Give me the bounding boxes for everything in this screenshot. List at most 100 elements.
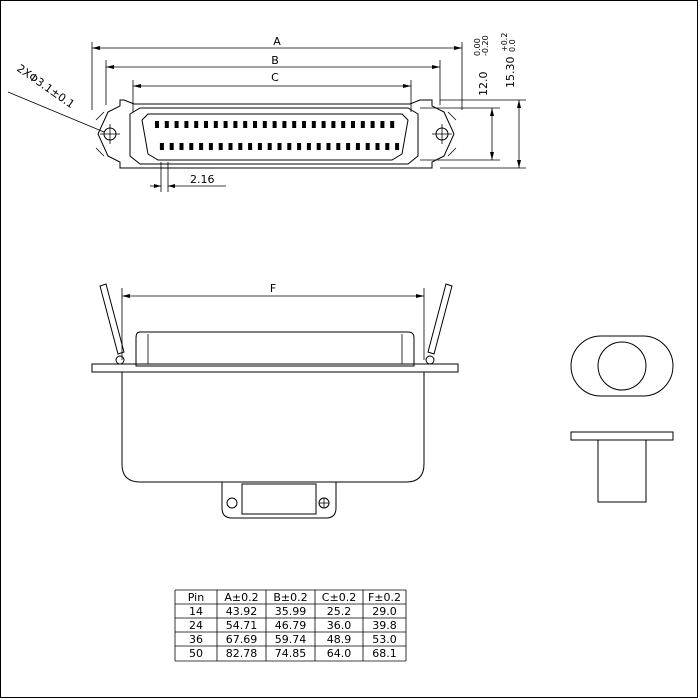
table-cell: 29.0 xyxy=(372,605,397,618)
eyelet-top-view xyxy=(570,335,674,397)
contact-pin xyxy=(238,143,243,150)
contact-pin xyxy=(282,121,287,128)
contact-pin xyxy=(204,121,208,128)
dim-b-label: B xyxy=(271,54,279,67)
table-cell: 35.99 xyxy=(275,605,307,618)
contact-pin xyxy=(306,143,311,150)
top-view: F xyxy=(91,282,459,519)
contact-pin xyxy=(189,143,194,150)
contact-pin xyxy=(365,143,370,150)
contact-pin xyxy=(164,121,169,128)
flange-plate xyxy=(91,363,459,373)
table-cell: 64.0 xyxy=(327,647,352,660)
contact-pin xyxy=(267,143,272,150)
cable-clamp xyxy=(221,482,337,519)
contact-pin xyxy=(336,143,341,150)
dim-f-label: F xyxy=(270,282,276,295)
table-cell: 74.85 xyxy=(275,647,307,660)
table-cell: 43.92 xyxy=(226,605,258,618)
contact-pin xyxy=(292,121,297,128)
latch-left xyxy=(99,283,125,355)
contact-pin xyxy=(370,121,375,128)
connector-flange xyxy=(97,99,455,169)
table-header-cell: C±0.2 xyxy=(322,591,356,604)
contact-pin xyxy=(390,121,395,128)
contact-pin xyxy=(218,143,223,150)
dim-a-label: A xyxy=(273,35,281,48)
contact-pin xyxy=(253,121,257,128)
contact-pin xyxy=(223,121,228,128)
connector-insert xyxy=(141,113,409,161)
table-cell: 54.71 xyxy=(226,619,258,632)
contact-pin xyxy=(341,121,346,128)
contact-pin xyxy=(169,143,174,150)
contact-pin xyxy=(174,121,179,128)
table-cell: 25.2 xyxy=(327,605,352,618)
contact-pin xyxy=(287,143,292,150)
mating-face xyxy=(135,331,415,367)
dim-height-outer-tol-lower: 0.0 xyxy=(508,39,517,52)
table-header-cell: Pin xyxy=(188,591,204,604)
pin-row-bottom xyxy=(159,143,400,150)
contact-pin xyxy=(155,121,159,128)
contact-pin xyxy=(351,121,355,128)
contact-pin xyxy=(272,121,277,128)
contact-pin xyxy=(213,121,218,128)
contact-pin xyxy=(355,143,360,150)
contact-pin xyxy=(346,143,351,150)
contact-pin xyxy=(375,143,380,150)
eyelet-barrel xyxy=(597,439,647,503)
eyelet-hole xyxy=(597,341,647,391)
contact-pin xyxy=(248,143,253,150)
contact-pin xyxy=(208,143,213,150)
contact-pin xyxy=(316,143,321,150)
table-cell: 50 xyxy=(189,647,203,660)
contact-pin xyxy=(199,143,204,150)
dim-height-inner-tol-upper: 0.00 xyxy=(473,38,482,56)
contact-pin xyxy=(243,121,248,128)
contact-pin xyxy=(302,121,306,128)
hole-dimension-label: 2XΦ3.1±0.1 xyxy=(14,62,77,111)
contact-pin xyxy=(380,121,385,128)
eyelet-flange xyxy=(570,431,674,441)
contact-pin xyxy=(331,121,336,128)
latch-right xyxy=(427,283,453,355)
contact-pin xyxy=(277,143,282,150)
eyelet-detail xyxy=(570,335,674,503)
dim-c-label: C xyxy=(271,71,279,84)
hole-leader xyxy=(7,91,105,133)
table-cell: 46.79 xyxy=(275,619,307,632)
connector-body xyxy=(121,371,425,483)
dim-height-inner-tol-lower: -0.20 xyxy=(481,35,490,56)
connector-shell xyxy=(129,107,419,165)
contact-pin xyxy=(326,143,331,150)
contact-pin xyxy=(184,121,189,128)
front-view: A B C 2XΦ3.1±0.1 xyxy=(7,33,526,192)
pin-row-top xyxy=(155,121,395,128)
cable-clamp-inner xyxy=(241,483,317,515)
contact-pin xyxy=(228,143,233,150)
contact-pin xyxy=(360,121,365,128)
pitch-label: 2.16 xyxy=(190,173,215,186)
contact-pin xyxy=(395,143,400,150)
contact-pin xyxy=(233,121,238,128)
contact-pin xyxy=(194,121,199,128)
table-cell: 36 xyxy=(189,633,203,646)
table-cell: 24 xyxy=(189,619,203,632)
table-cell: 68.1 xyxy=(372,647,397,660)
table-cell: 48.9 xyxy=(327,633,352,646)
table-cell: 36.0 xyxy=(327,619,352,632)
dim-height-outer: 15.30 xyxy=(504,57,517,89)
table-cell: 39.8 xyxy=(372,619,397,632)
contact-pin xyxy=(311,121,316,128)
contact-pin xyxy=(262,121,267,128)
contact-pin xyxy=(257,143,262,150)
dim-height-inner: 12.0 xyxy=(477,72,490,97)
table-cell: 14 xyxy=(189,605,203,618)
clamp-screw-left xyxy=(226,497,238,509)
table-cell: 82.78 xyxy=(226,647,258,660)
table-header-cell: B±0.2 xyxy=(273,591,307,604)
table-header-cell: F±0.2 xyxy=(368,591,401,604)
